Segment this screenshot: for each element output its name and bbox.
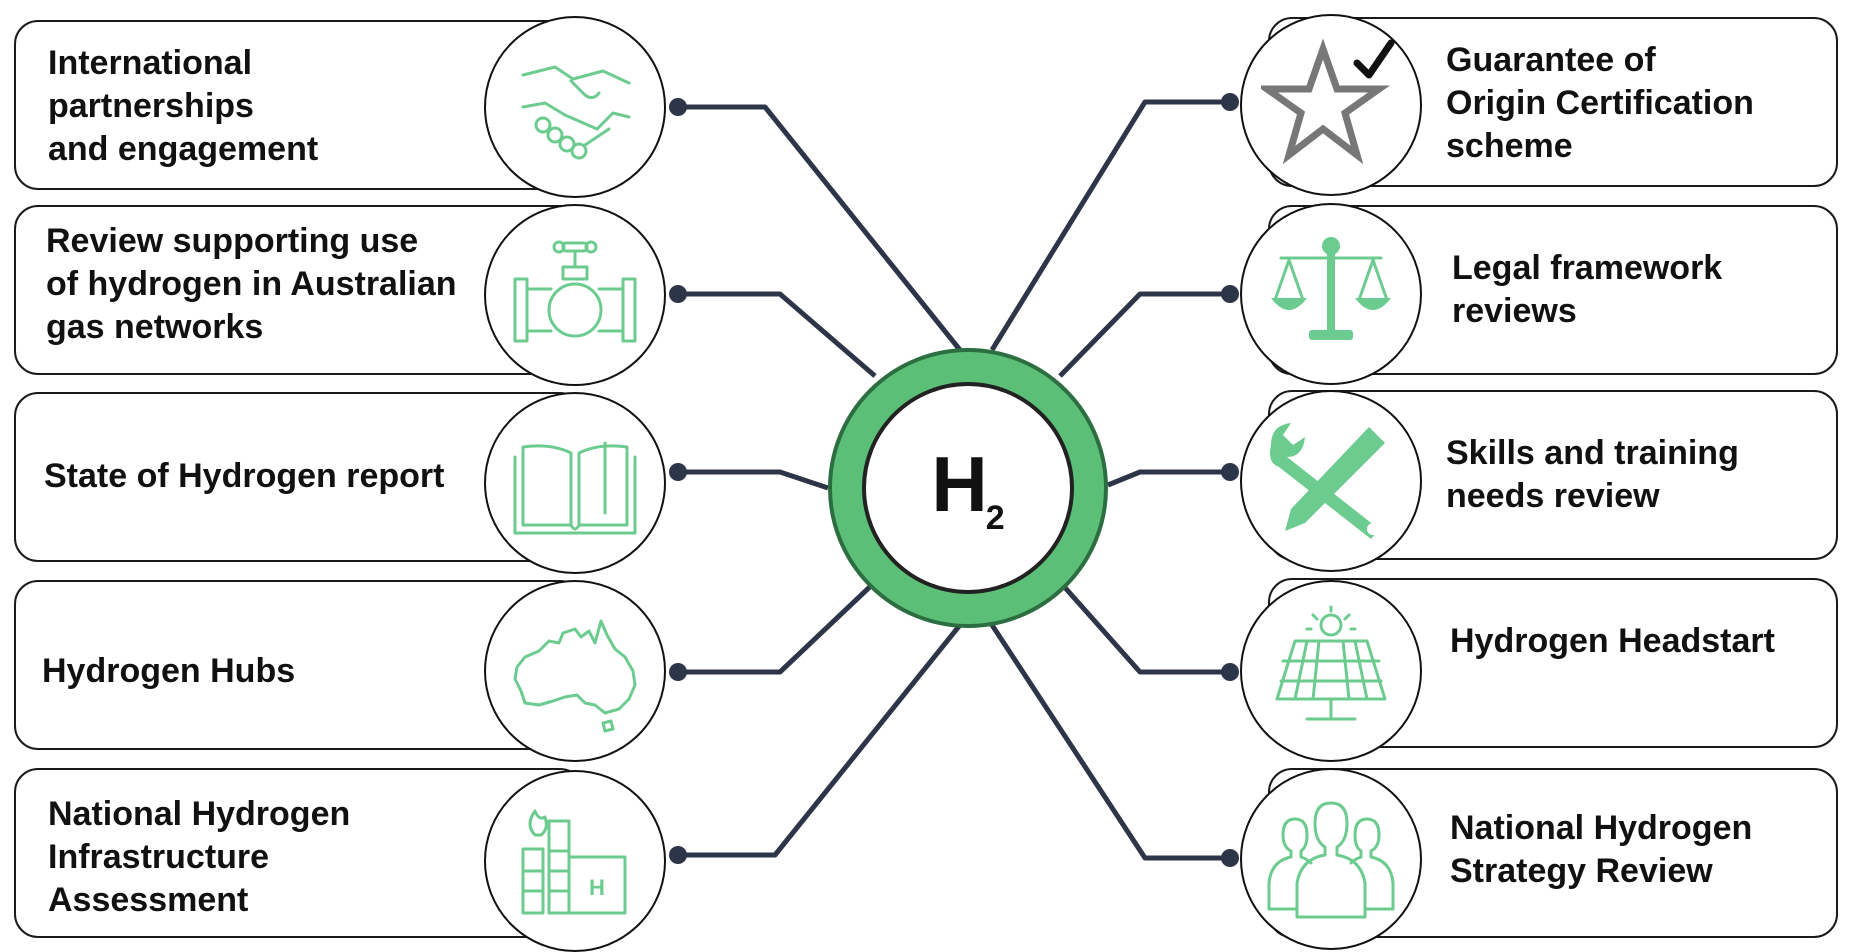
solar-panel-icon xyxy=(1261,601,1401,741)
open-book-icon xyxy=(505,413,645,553)
connector-line xyxy=(678,469,829,491)
initiative-label: Legal framework reviews xyxy=(1452,249,1723,330)
initiative-card-international-partnerships: International partnerships and engagemen… xyxy=(14,20,584,190)
svg-text:H: H xyxy=(589,875,605,900)
connector-dot xyxy=(669,463,687,481)
connector-dot xyxy=(1221,285,1239,303)
connector-line xyxy=(989,623,1230,861)
initiative-label: International partnerships and engagemen… xyxy=(48,44,319,168)
initiative-label: National Hydrogen Strategy Review xyxy=(1450,809,1753,890)
handshake-icon xyxy=(505,37,645,177)
connector-line xyxy=(1058,291,1230,378)
connector-line xyxy=(678,580,877,675)
australia-map-icon xyxy=(505,601,645,741)
connector-dot xyxy=(1221,463,1239,481)
initiative-card-gas-networks: Review supporting use of hydrogen in Aus… xyxy=(14,205,584,375)
connector-line xyxy=(678,104,962,352)
icon-circle xyxy=(1240,203,1422,385)
icon-circle xyxy=(484,16,666,198)
icon-circle xyxy=(484,204,666,386)
connector-dot xyxy=(1221,93,1239,111)
connector-line xyxy=(678,291,877,378)
star-check-icon xyxy=(1261,35,1401,175)
initiative-label: Hydrogen Headstart xyxy=(1450,622,1775,660)
initiative-label: Review supporting use of hydrogen in Aus… xyxy=(46,222,457,346)
hydrogen-symbol: H2 xyxy=(931,439,1005,537)
hydrogen-plant-icon: H xyxy=(505,791,645,931)
icon-circle xyxy=(1240,768,1422,950)
icon-circle xyxy=(1240,14,1422,196)
connector-dot xyxy=(669,98,687,116)
hub-center: H2 xyxy=(862,382,1074,594)
icon-circle xyxy=(1240,580,1422,762)
people-group-icon xyxy=(1261,789,1401,929)
initiative-label: National Hydrogen Infrastructure Assessm… xyxy=(48,795,351,919)
initiative-card-infrastructure-assessment: National Hydrogen Infrastructure Assessm… xyxy=(14,768,584,938)
icon-circle xyxy=(484,392,666,574)
connector-dot xyxy=(669,846,687,864)
connector-dot xyxy=(669,663,687,681)
initiative-label: Guarantee of Origin Certification scheme xyxy=(1446,41,1754,165)
wrench-pencil-icon xyxy=(1270,423,1385,539)
connector-dot xyxy=(1221,663,1239,681)
icon-circle: H xyxy=(484,770,666,952)
connector-line xyxy=(1107,469,1230,488)
initiative-card-state-of-hydrogen: State of Hydrogen report xyxy=(14,392,584,562)
connector-line xyxy=(989,99,1230,352)
initiative-label: Hydrogen Hubs xyxy=(42,652,296,690)
connector-dot xyxy=(669,285,687,303)
initiative-label: Skills and training needs review xyxy=(1446,434,1739,515)
connector-line xyxy=(1058,580,1230,675)
icon-circle xyxy=(484,580,666,762)
scales-icon xyxy=(1271,237,1391,340)
icon-circle xyxy=(1240,390,1422,572)
gas-valve-icon xyxy=(505,225,645,365)
initiative-label: State of Hydrogen report xyxy=(44,457,445,495)
connector-line xyxy=(678,623,962,858)
connector-dot xyxy=(1221,849,1239,867)
